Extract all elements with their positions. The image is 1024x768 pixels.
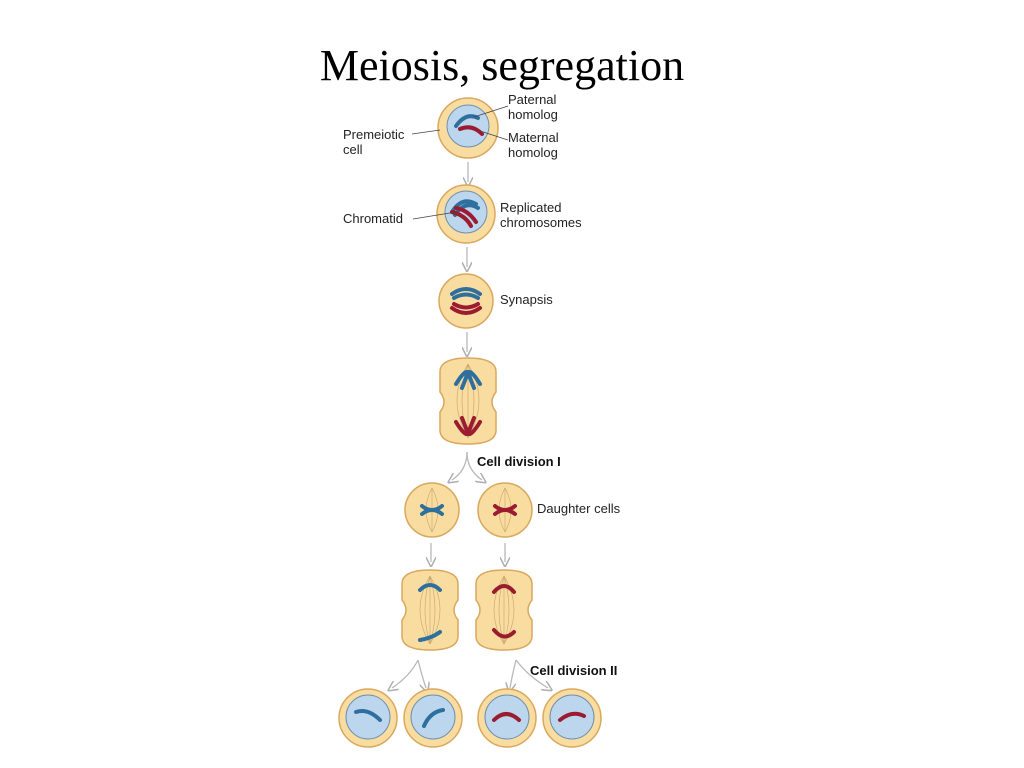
label-cell-division-2: Cell division II: [530, 663, 617, 678]
anaphase-2-cell-left: [401, 569, 459, 651]
gamete-1: [338, 688, 398, 748]
daughter-cell-left: [404, 482, 460, 538]
label-synapsis: Synapsis: [500, 292, 553, 307]
arrow-div1-right: [466, 451, 482, 480]
leader-maternal: [479, 130, 509, 141]
maternal-chromosome: [458, 125, 484, 136]
gamete-4: [542, 688, 602, 748]
anaphase-2-cell-right: [475, 569, 533, 651]
paternal-chromosome: [454, 114, 480, 128]
arrow-div2-4: [515, 659, 548, 688]
daughter-cell-right: [477, 482, 533, 538]
leader-premeiotic: [411, 129, 441, 135]
label-replicated-line1: Replicated: [500, 200, 561, 215]
arrow-div2-3: [510, 659, 517, 688]
label-paternal-homolog-line1: Paternal: [508, 92, 557, 107]
synapsis-cell: [438, 273, 494, 329]
label-daughter-cells: Daughter cells: [537, 501, 621, 516]
arrow-div1-left: [452, 451, 468, 480]
replicated-cell: [436, 184, 496, 244]
label-replicated-line2: chromosomes: [500, 215, 582, 230]
anaphase-1-cell: [439, 357, 497, 445]
label-premeiotic-line1: Premeiotic: [343, 127, 405, 142]
label-maternal-homolog-line1: Maternal: [508, 130, 559, 145]
label-maternal-homolog-line2: homolog: [508, 145, 558, 160]
label-cell-division-1: Cell division I: [477, 454, 561, 469]
premeiotic-cell: [437, 97, 499, 159]
label-premeiotic-line2: cell: [343, 142, 363, 157]
arrow-div2-2: [417, 659, 426, 688]
arrow-div2-1: [392, 659, 419, 688]
label-chromatid: Chromatid: [343, 211, 403, 226]
slide-title: Meiosis, segregation: [319, 41, 685, 90]
label-paternal-homolog-line2: homolog: [508, 107, 558, 122]
leader-chromatid: [412, 211, 457, 220]
leader-paternal: [473, 105, 509, 118]
gamete-3: [477, 688, 537, 748]
gamete-2: [403, 688, 463, 748]
